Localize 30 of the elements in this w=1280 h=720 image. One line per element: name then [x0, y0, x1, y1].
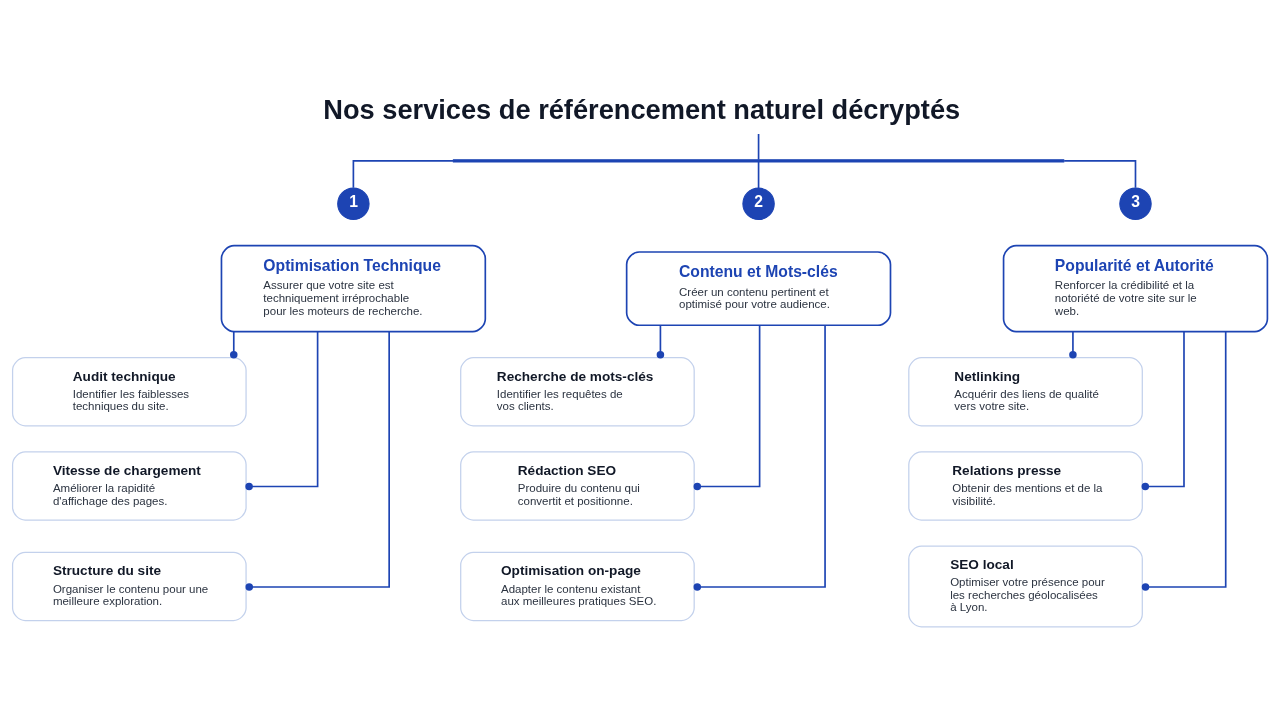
connector [1141, 330, 1185, 490]
connector [352, 159, 454, 189]
node-box: Audit technique Identifier les faiblesses techniques du site. [11, 356, 247, 426]
diagram-title: Nos services de référencement naturel décryptés [323, 93, 961, 125]
node-bar [452, 158, 1065, 162]
connector [757, 160, 760, 189]
node-box: Contenu et Mots-clés Créer un contenu pertinent et optimisé pour votre audience. [625, 250, 892, 326]
node-box: Popularité et Autorité Renforcer la crédibilité et la notoriété de votre site sur le web. [1002, 244, 1269, 332]
connector [693, 324, 761, 490]
connector [693, 324, 826, 591]
node-box: Netlinking Acquérir des liens de qualité vers votre site. [908, 356, 1143, 426]
connector [230, 330, 238, 358]
node-box: Optimisation on-page Adapter le contenu existant aux meilleures pratiques SEO. [460, 551, 695, 621]
connector [245, 330, 319, 490]
node-box: Optimisation Technique Assurer que votre site est techniquement irréprochable pour les moteurs de recherche. [220, 244, 487, 332]
connector [1063, 159, 1137, 189]
node-box: SEO local Optimiser votre présence pour les recherches géolocalisées à Lyon. [908, 545, 1143, 627]
connector [245, 330, 390, 591]
connector [1141, 330, 1227, 591]
connector [757, 132, 760, 160]
node-box: Relations presse Obtenir des mentions et de la visibilité. [908, 450, 1143, 521]
node-circle: 2 [742, 187, 775, 220]
node-box: Rédaction SEO Produire du contenu qui convertit et positionne. [460, 450, 695, 521]
node-box: Recherche de mots-clés Identifier les requêtes de vos clients. [460, 356, 695, 426]
node-box: Vitesse de chargement Améliorer la rapidité d'affichage des pages. [11, 450, 247, 521]
node-box: Structure du site Organiser le contenu pour une meilleure exploration. [11, 551, 247, 621]
connector [656, 323, 665, 358]
connector [1069, 330, 1077, 358]
node-circle: 3 [1119, 187, 1152, 220]
node-circle: 1 [337, 187, 370, 220]
